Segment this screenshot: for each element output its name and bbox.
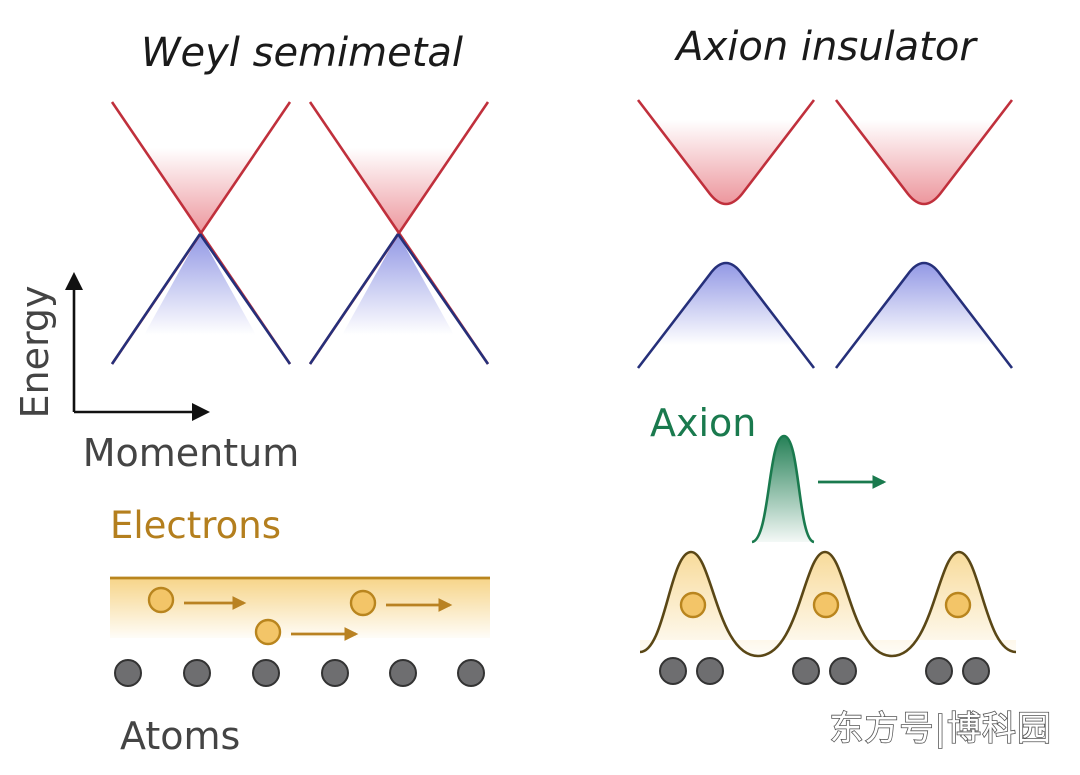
charge-density-wave [639,550,1017,658]
axion-conduction-left-fill [655,120,797,204]
axion-valence-right-fill [853,263,995,345]
atom-left-2 [183,659,211,687]
electron-2 [349,589,377,617]
weyl-cone-left-upper-fill [142,148,258,234]
atom-right-2 [696,657,724,685]
cdw-electron-3 [944,591,972,619]
atom-left-3 [252,659,280,687]
energy-momentum-axes: Energy Momentum [13,271,300,475]
axion-pulse-fill [752,436,814,542]
weyl-cone-right-upper-fill [340,148,456,234]
axion-valence-left-fill [655,263,797,345]
momentum-axis-label: Momentum [83,431,300,475]
axion-bands-right [834,99,1014,369]
weyl-band-left-valence [110,233,292,365]
axion-conduction-right [834,99,1014,206]
atom-left-4 [321,659,349,687]
atom-left-5 [389,659,417,687]
electron-layer: Electrons [110,504,490,646]
cdw-outline [639,550,1017,658]
atom-row-right [659,657,990,685]
axion-conduction-left [636,99,816,206]
axion-wavepacket: Axion [650,401,887,544]
weyl-cone-left [110,101,292,365]
atom-right-4 [829,657,857,685]
electron-3 [254,618,282,646]
weyl-cone-left-lower-fill [144,234,256,335]
electrons-label: Electrons [110,504,281,547]
energy-axis-label: Energy [13,285,57,418]
atom-right-3 [792,657,820,685]
atom-left-1 [114,659,142,687]
atom-right-1 [659,657,687,685]
axion-pulse-outline [751,434,815,544]
weyl-band-right-valence [308,233,490,365]
axion-label: Axion [650,401,756,445]
cdw-electron-1 [679,591,707,619]
axion-valence-right [834,261,1014,369]
electron-sea [110,578,490,638]
electron-1 [147,586,175,614]
title-weyl-semimetal: Weyl semimetal [141,30,463,76]
title-axion-insulator: Axion insulator [673,24,978,70]
axion-conduction-right-fill [853,120,995,204]
atom-left-6 [457,659,485,687]
atom-right-5 [925,657,953,685]
axion-valence-left [636,261,816,369]
watermark: 东方号|博科园 [830,709,1052,749]
atom-right-6 [962,657,990,685]
atoms-label: Atoms [120,714,240,758]
weyl-cone-right-lower-fill [342,234,454,335]
atom-row-left [114,659,485,687]
cdw-electron-2 [812,591,840,619]
axion-bands-left [636,99,816,369]
weyl-cone-right [308,101,490,365]
